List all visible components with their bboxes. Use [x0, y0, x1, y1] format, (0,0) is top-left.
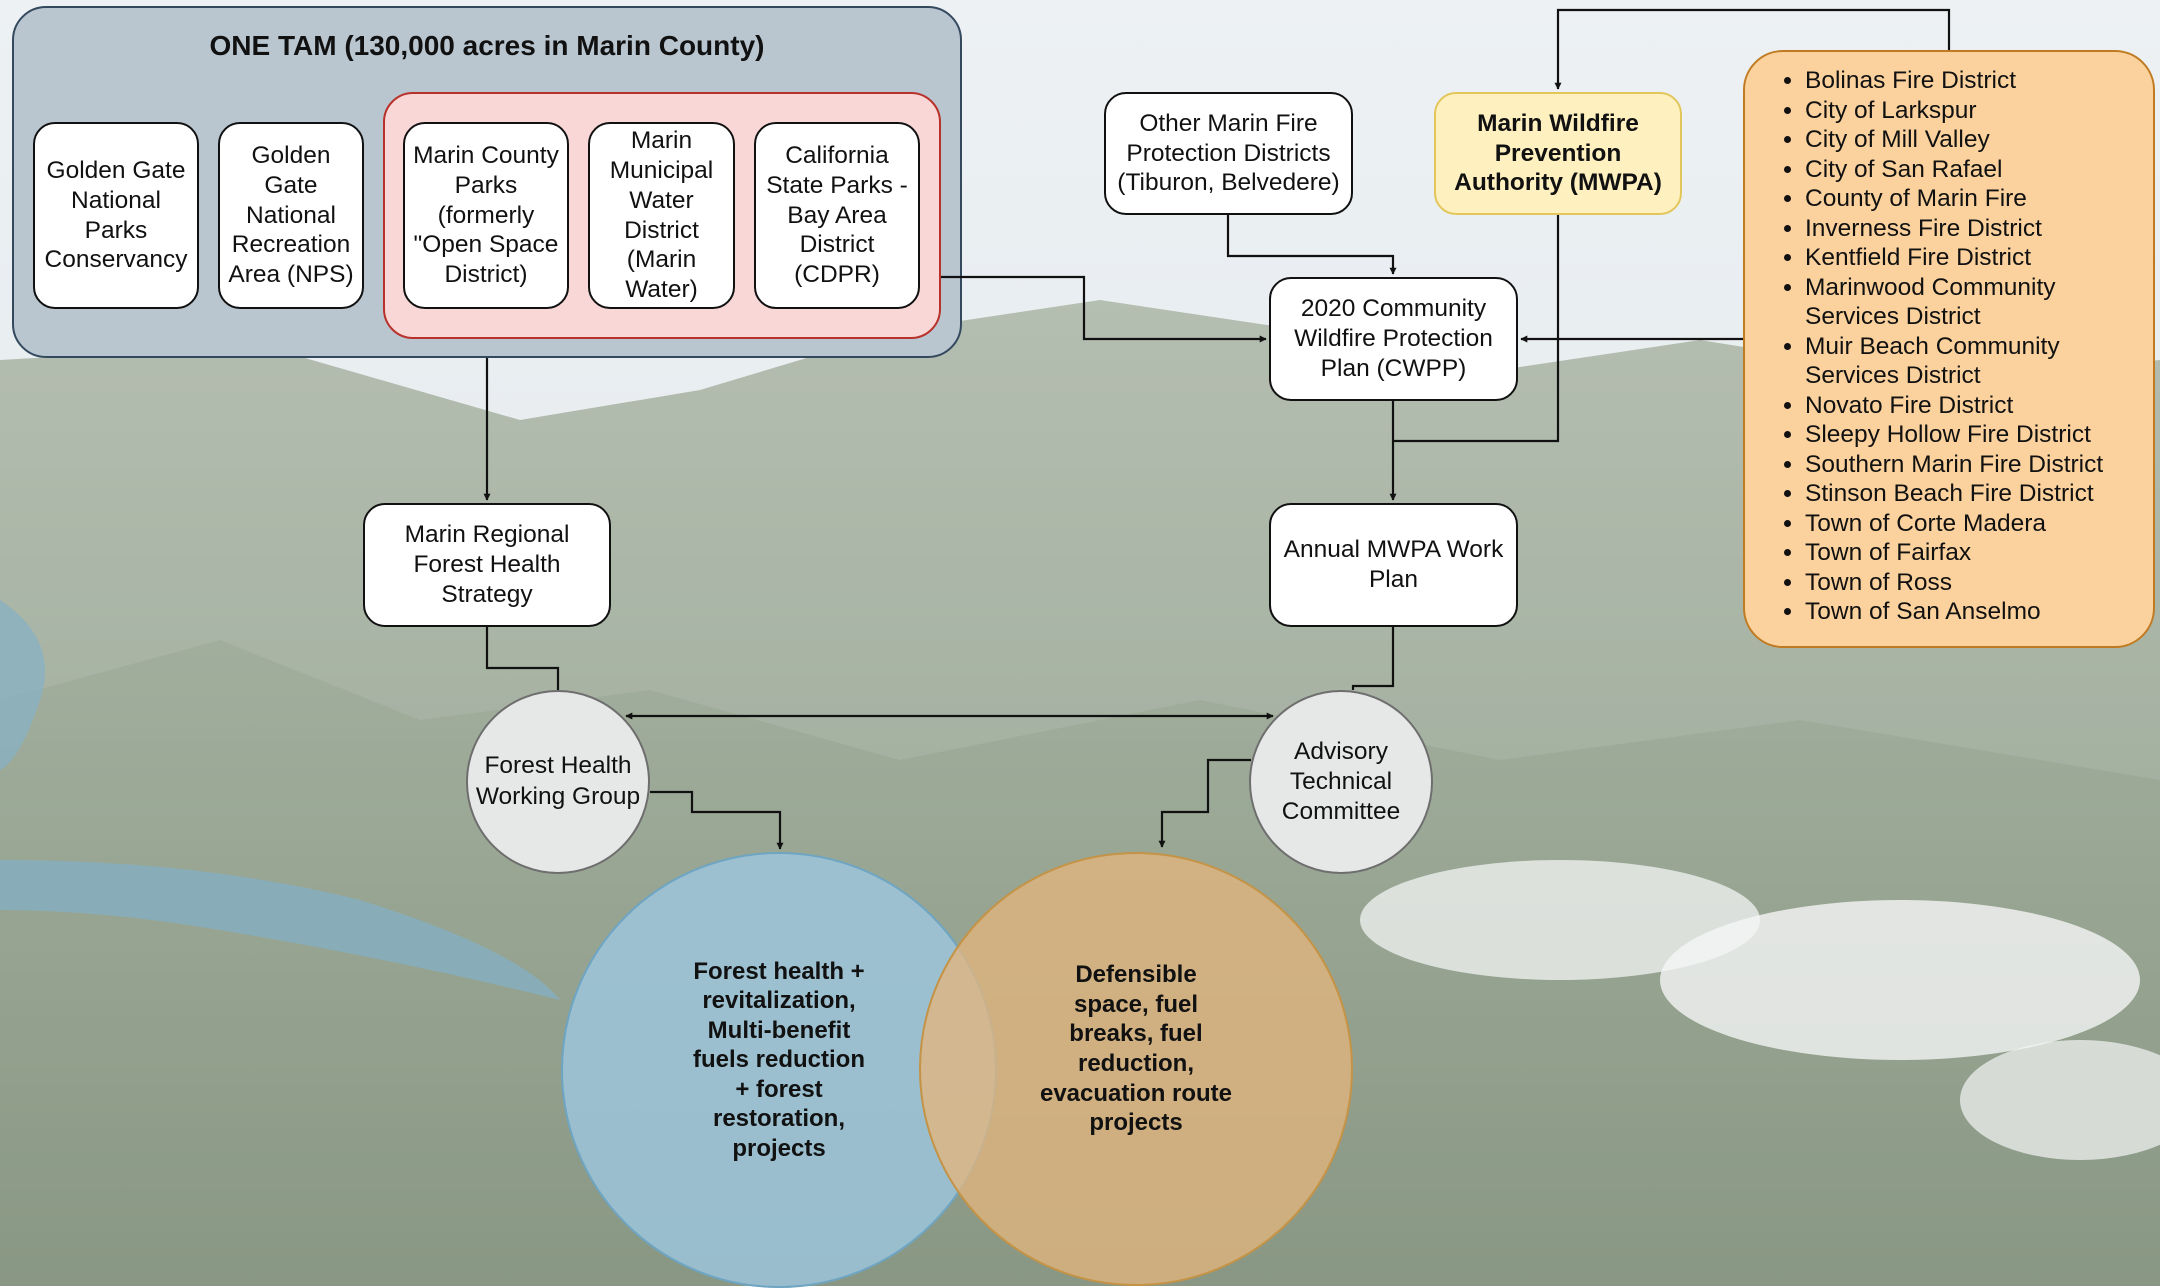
- member-list-item: Inverness Fire District: [1805, 214, 2143, 244]
- agency-box-marin-water: Marin Municipal Water District (Marin Wa…: [588, 122, 735, 309]
- member-list-item: Kentfield Fire District: [1805, 243, 2143, 273]
- member-list-item: Southern Marin Fire District: [1805, 450, 2143, 480]
- agency-box-cdpr: California State Parks - Bay Area Distri…: [754, 122, 920, 309]
- forest-working-group-circle: Forest Health Working Group: [466, 690, 650, 874]
- partner-box-ggnpc: Golden Gate National Parks Conservancy: [33, 122, 199, 309]
- member-list-item: Town of San Anselmo: [1805, 597, 2143, 627]
- fog-1: [1360, 860, 1760, 980]
- reservoir: [0, 860, 560, 1000]
- defensible-projects-circle: Defensible space, fuel breaks, fuel redu…: [919, 852, 1353, 1286]
- forest-projects-label: Forest health + revitalization, Multi-be…: [692, 957, 866, 1162]
- defensible-projects-label: Defensible space, fuel breaks, fuel redu…: [1039, 961, 1233, 1137]
- fog-2: [1660, 900, 2140, 1060]
- fog-3: [1960, 1040, 2160, 1160]
- forest-projects-circle: Forest health + revitalization, Multi-be…: [561, 852, 997, 1288]
- member-list-item: City of San Rafael: [1805, 155, 2143, 185]
- member-list-item: Muir Beach Community Services District: [1805, 332, 2143, 391]
- member-list-item: Town of Corte Madera: [1805, 509, 2143, 539]
- member-list-box: Bolinas Fire DistrictCity of LarkspurCit…: [1743, 50, 2155, 648]
- member-list-item: City of Mill Valley: [1805, 125, 2143, 155]
- member-list-item: Town of Ross: [1805, 568, 2143, 598]
- member-list: Bolinas Fire DistrictCity of LarkspurCit…: [1757, 66, 2143, 627]
- partner-box-ggnra: Golden Gate National Recreation Area (NP…: [218, 122, 364, 309]
- member-list-item: County of Marin Fire: [1805, 184, 2143, 214]
- member-list-item: Bolinas Fire District: [1805, 66, 2143, 96]
- advisory-committee-circle: Advisory Technical Committee: [1249, 690, 1433, 874]
- mwpa-box: Marin Wildfire Prevention Authority (MWP…: [1434, 92, 1682, 215]
- work-plan-box: Annual MWPA Work Plan: [1269, 503, 1518, 627]
- member-list-item: City of Larkspur: [1805, 96, 2143, 126]
- forest-strategy-box: Marin Regional Forest Health Strategy: [363, 503, 611, 627]
- agency-box-marin-parks: Marin County Parks (formerly "Open Space…: [403, 122, 569, 309]
- member-list-item: Novato Fire District: [1805, 391, 2143, 421]
- water-left: [0, 600, 45, 770]
- one-tam-title: ONE TAM (130,000 acres in Marin County): [209, 30, 765, 61]
- other-districts-box: Other Marin Fire Protection Districts (T…: [1104, 92, 1353, 215]
- member-list-item: Sleepy Hollow Fire District: [1805, 420, 2143, 450]
- member-list-item: Town of Fairfax: [1805, 538, 2143, 568]
- member-list-item: Marinwood Community Services District: [1805, 273, 2143, 332]
- member-list-item: Stinson Beach Fire District: [1805, 479, 2143, 509]
- cwpp-box: 2020 Community Wildfire Protection Plan …: [1269, 277, 1518, 401]
